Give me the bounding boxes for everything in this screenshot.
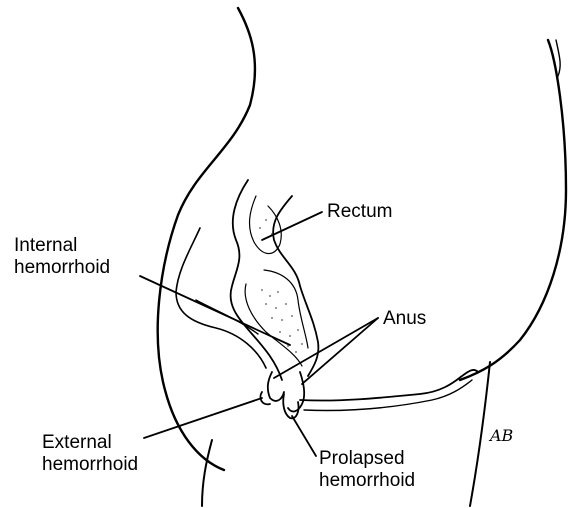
anus-label: Anus (383, 308, 426, 330)
rectum-inner-wall (273, 196, 318, 376)
external-hemorrhoid-leader (144, 398, 262, 438)
prolapsed-hemorrhoid-label: Prolapsed hemorrhoid (319, 448, 415, 492)
external-hemorrhoid-line2: hemorrhoid (42, 454, 138, 476)
anal-canal-right (288, 372, 304, 411)
rectum-outer-wall (231, 180, 282, 380)
internal-hemorrhoid-line1: Internal (14, 235, 110, 257)
internal-hemorrhoid-leader (140, 276, 290, 345)
internal-hemorrhoid-label: Internal hemorrhoid (14, 235, 110, 279)
rectum-label-text: Rectum (327, 201, 392, 222)
thigh-outline (202, 440, 212, 506)
perineum-outline (300, 370, 478, 401)
front-abdomen-outline (460, 40, 566, 380)
anus-leader-1 (274, 318, 378, 378)
artist-signature-text: AB (490, 426, 513, 445)
prolapsed-hemorrhoid-leader (292, 416, 316, 456)
perineum-inner (304, 380, 472, 411)
external-hemorrhoid-line1: External (42, 432, 138, 454)
artist-signature: AB (490, 426, 513, 445)
rectum-leader (262, 212, 322, 240)
internal-hemorrhoid-line2: hemorrhoid (14, 257, 110, 279)
prolapsed-hemorrhoid-line1: Prolapsed (319, 448, 415, 470)
anus-label-text: Anus (383, 308, 426, 329)
back-buttock-outline (158, 8, 255, 470)
prolapsed-hemorrhoid-line2: hemorrhoid (319, 470, 415, 492)
anus-leader-2 (302, 318, 378, 384)
rectum-label: Rectum (327, 201, 392, 223)
front-thigh-outline (470, 362, 490, 506)
external-hemorrhoid-label: External hemorrhoid (42, 432, 138, 476)
prolapsed-hemorrhoid-shape (283, 394, 298, 418)
